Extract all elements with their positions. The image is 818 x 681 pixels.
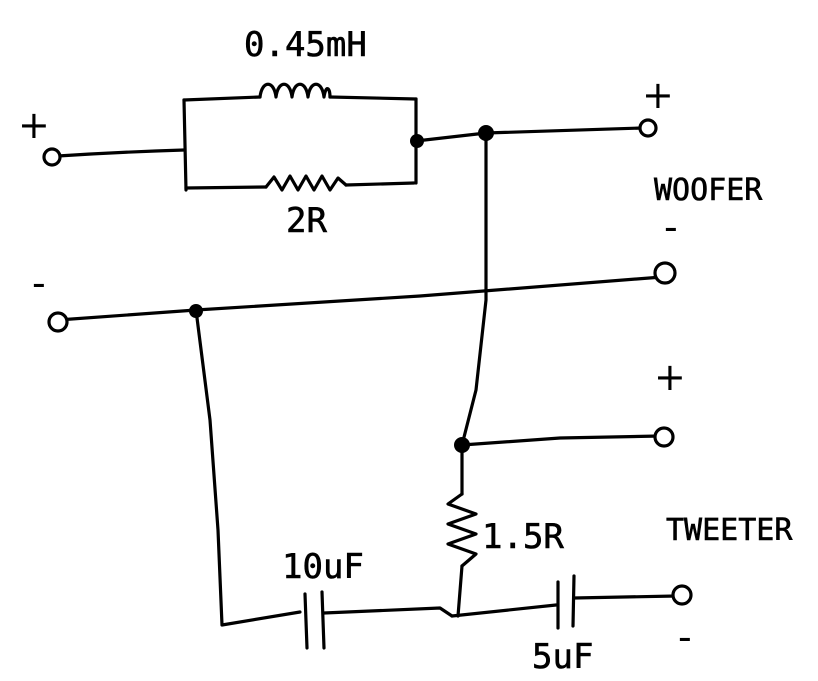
resistor-1-5r-lead-bottom xyxy=(456,564,464,618)
input-plus-sign: + xyxy=(18,103,50,147)
woofer-minus-terminal xyxy=(653,261,677,285)
input-minus-sign: - xyxy=(32,261,46,305)
tweeter-label: TWEETER xyxy=(666,513,793,548)
woofer-label: WOOFER xyxy=(654,173,763,208)
junction-dot xyxy=(454,437,470,453)
junction-dot xyxy=(410,134,424,148)
cap-left-label: 10uF xyxy=(282,547,364,587)
tweeter-plus-wire xyxy=(460,434,662,447)
resistor-top-label: 2R xyxy=(286,201,327,241)
woofer-plus-terminal xyxy=(638,118,658,138)
cap-right-label: 5uF xyxy=(532,637,593,677)
resistor-branch xyxy=(184,181,416,190)
woofer-minus-sign: - xyxy=(664,205,678,249)
capacitor-5uf xyxy=(556,574,576,630)
tweeter-plus-terminal xyxy=(653,426,675,448)
input-plus-wire xyxy=(56,148,186,158)
cap-10uf-right-wire xyxy=(322,606,454,618)
resistor-bottom-label: 1.5R xyxy=(482,517,564,557)
tweeter-minus-wire xyxy=(572,594,678,600)
junction-dot xyxy=(478,125,494,141)
tweeter-minus-terminal xyxy=(671,584,693,606)
woofer-plus-sign: + xyxy=(642,73,674,117)
inductor-branch xyxy=(182,95,418,102)
negative-rail xyxy=(56,275,664,322)
resistor-1-5r-zigzag xyxy=(446,492,478,568)
input-minus-terminal xyxy=(47,311,69,333)
input-plus-terminal xyxy=(42,147,62,167)
tweeter-minus-sign: - xyxy=(678,615,692,659)
inductor-coil xyxy=(258,82,332,99)
woofer-plus-wire xyxy=(414,126,644,143)
resistor-2r-zigzag xyxy=(264,174,348,192)
inductor-label: 0.45mH xyxy=(244,25,367,65)
parallel-left-rail xyxy=(182,98,188,192)
tweeter-plus-sign: + xyxy=(654,355,686,399)
cap-5uf-left-wire xyxy=(450,603,558,618)
negative-drop-wire xyxy=(194,308,302,627)
capacitor-10uf xyxy=(303,590,326,650)
tweeter-feed-wire xyxy=(460,131,488,447)
junction-dot xyxy=(189,304,203,318)
